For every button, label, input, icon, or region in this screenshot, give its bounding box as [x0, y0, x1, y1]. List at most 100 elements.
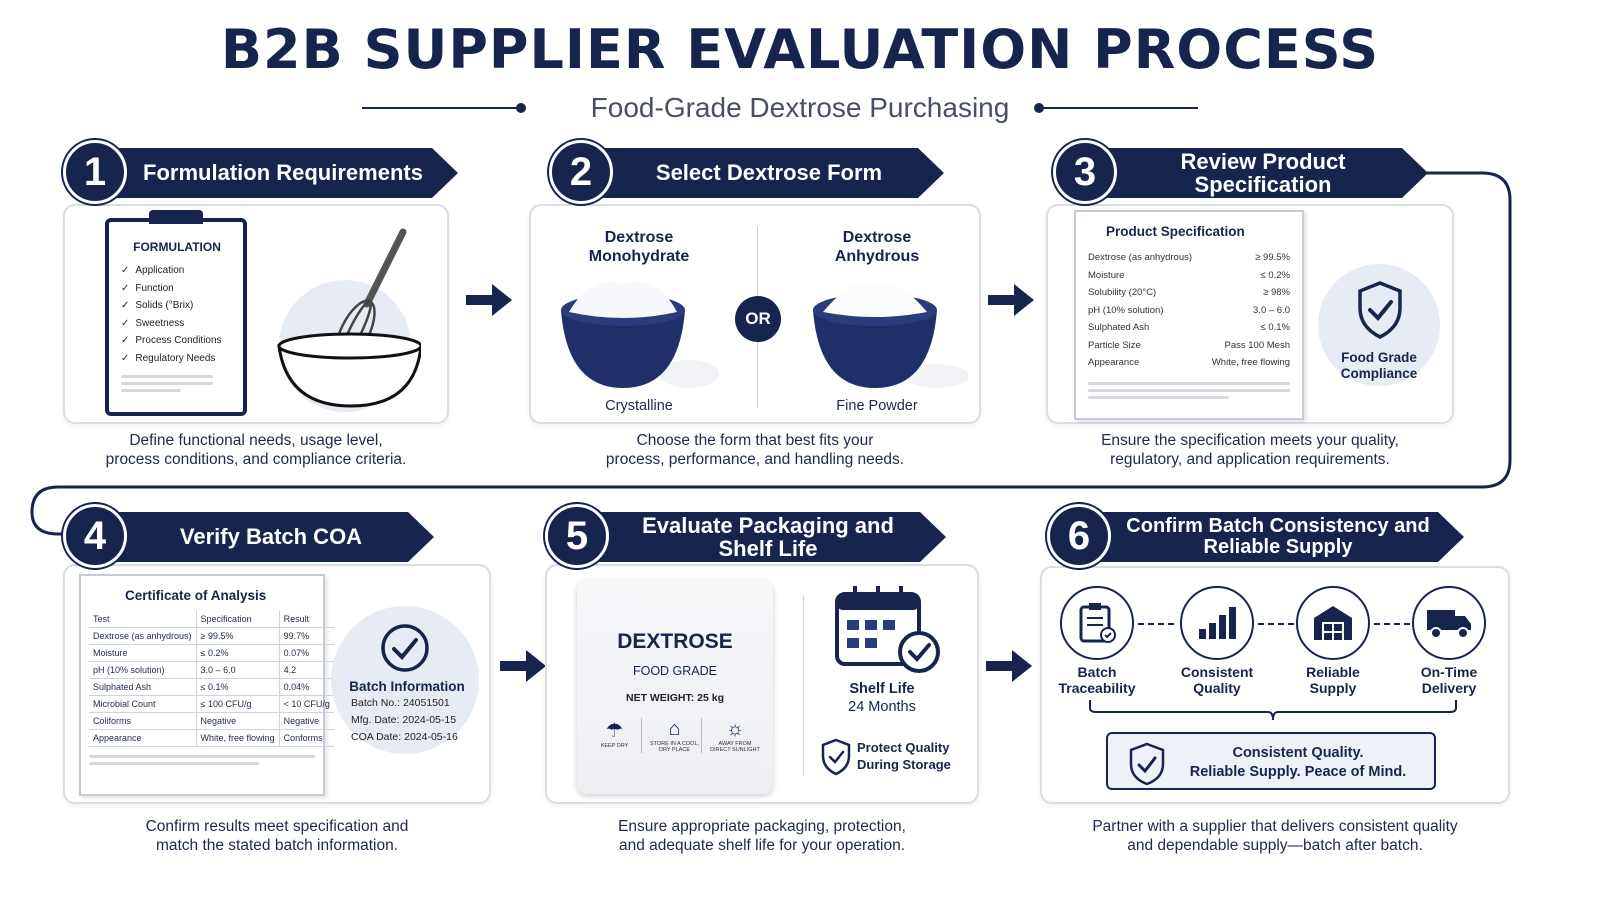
step-title-4: Verify Batch COA [104, 512, 434, 562]
clipboard-clip [149, 210, 203, 224]
step-number-6: 6 [1047, 504, 1111, 568]
spec-row: pH (10% solution)3.0 – 6.0 [1088, 304, 1290, 316]
batch-info: Batch Information Batch No.: 24051501 Mf… [337, 678, 477, 746]
step-card-1: FORMULATION ✓Application ✓Function ✓Soli… [63, 204, 449, 424]
warehouse-icon [1314, 606, 1352, 640]
arrow-icon [988, 284, 1034, 316]
subtitle-line-left [362, 107, 520, 109]
table-row: Moisture≤ 0.2%0.07% [89, 644, 334, 662]
spec-doc-title: Product Specification [1106, 224, 1245, 239]
step-caption-1: Define functional needs, usage level,pro… [105, 432, 407, 468]
cool-dry-badge: ⌂STORE IN A COOL, DRY PLACE [648, 718, 702, 753]
spec-row: Solubility (20°C)≥ 98% [1088, 287, 1290, 298]
step-caption-5: Ensure appropriate packaging, protection… [618, 818, 906, 854]
step-caption-3: Ensure the specification meets your qual… [1101, 432, 1399, 468]
whisk-bowl-icon [277, 228, 421, 408]
bracket [1089, 700, 1457, 721]
step-title-1: Formulation Requirements [104, 148, 458, 198]
shield-check-icon [1358, 281, 1402, 339]
subtitle-dot-right [1034, 103, 1044, 113]
clipboard-item: ✓Sweetness [121, 317, 185, 329]
arrow-icon [986, 650, 1032, 682]
clipboard-item: ✓Function [121, 282, 174, 294]
coa-date: COA Date: 2024-05-16 [351, 731, 458, 743]
check-icon: ✓ [121, 335, 130, 346]
table-row: Sulphated Ash≤ 0.1%0.04% [89, 678, 334, 696]
subtitle-line-right [1040, 107, 1198, 109]
bag-weight: NET WEIGHT: 25 kg [625, 692, 724, 704]
check-icon: ✓ [121, 265, 130, 276]
step-title-2: Select Dextrose Form [590, 148, 944, 198]
spec-row: Moisture≤ 0.2% [1088, 269, 1290, 281]
summary-box: Consistent Quality.Reliable Supply. Peac… [1106, 732, 1436, 790]
clipboard-icon [1079, 603, 1116, 643]
spec-document: Product Specification Dextrose (as anhyd… [1074, 210, 1304, 420]
step-number-5: 5 [545, 504, 609, 568]
subtitle-dot-left [516, 103, 526, 113]
batch-info-heading: Batch Information [349, 679, 465, 694]
step-card-3: Product Specification Dextrose (as anhyd… [1046, 204, 1454, 424]
clipboard-item: ✓Regulatory Needs [121, 352, 216, 364]
bag-icons: ☂KEEP DRY ⌂STORE IN A COOL, DRY PLACE ☼A… [577, 718, 773, 753]
umbrella-icon: ☂ [605, 720, 624, 742]
clipboard-item: ✓Application [121, 265, 185, 276]
step-number-2: 2 [549, 140, 613, 204]
bar-chart-icon [1199, 607, 1236, 639]
formulation-clipboard: FORMULATION ✓Application ✓Function ✓Soli… [105, 210, 247, 416]
crystalline-label: Crystalline [605, 398, 673, 414]
clipboard-list: ✓Application ✓Function ✓Solids (°Brix) ✓… [121, 262, 233, 367]
check-circle-icon [381, 624, 429, 672]
divider [803, 596, 804, 776]
powder-bowl-icon [813, 282, 969, 388]
shield-check-icon [821, 738, 851, 776]
crystalline-bowl-icon [561, 282, 719, 388]
page-subtitle: Food-Grade Dextrose Purchasing [590, 92, 1010, 123]
or-badge: OR [735, 296, 781, 342]
connector-dots [1138, 623, 1174, 625]
step-title-5: Evaluate Packaging and Shelf Life [586, 512, 946, 562]
connector-dots [1258, 623, 1294, 625]
check-icon: ✓ [121, 317, 130, 329]
batch-number: Batch No.: 24051501 [351, 697, 450, 709]
summary-text: Consistent Quality.Reliable Supply. Peac… [1189, 745, 1407, 780]
storage-icon: ⌂ [668, 718, 681, 740]
shield-check-icon [1129, 742, 1165, 786]
batch-info-badge [331, 606, 479, 754]
clipboard-heading: FORMULATION [133, 240, 221, 254]
bag-product-name: DEXTROSE [617, 630, 733, 653]
sun-icon: ☼ [725, 718, 745, 740]
quality-badge [1180, 586, 1254, 660]
truck-icon [1427, 610, 1471, 639]
step-number-1: 1 [63, 140, 127, 204]
keep-dry-badge: ☂KEEP DRY [588, 718, 642, 753]
arrow-icon [466, 284, 512, 316]
calendar-icon [835, 586, 940, 673]
coa-doc-title: Certificate of Analysis [125, 588, 267, 603]
mfg-date: Mfg. Date: 2024-05-15 [351, 714, 457, 726]
sunlight-badge: ☼AWAY FROM DIRECT SUNLIGHT [708, 718, 762, 753]
check-icon: ✓ [121, 352, 130, 364]
page-title: B2B SUPPLIER EVALUATION PROCESS [220, 18, 1380, 81]
check-icon: ✓ [121, 282, 130, 294]
arrow-icon [500, 650, 546, 682]
